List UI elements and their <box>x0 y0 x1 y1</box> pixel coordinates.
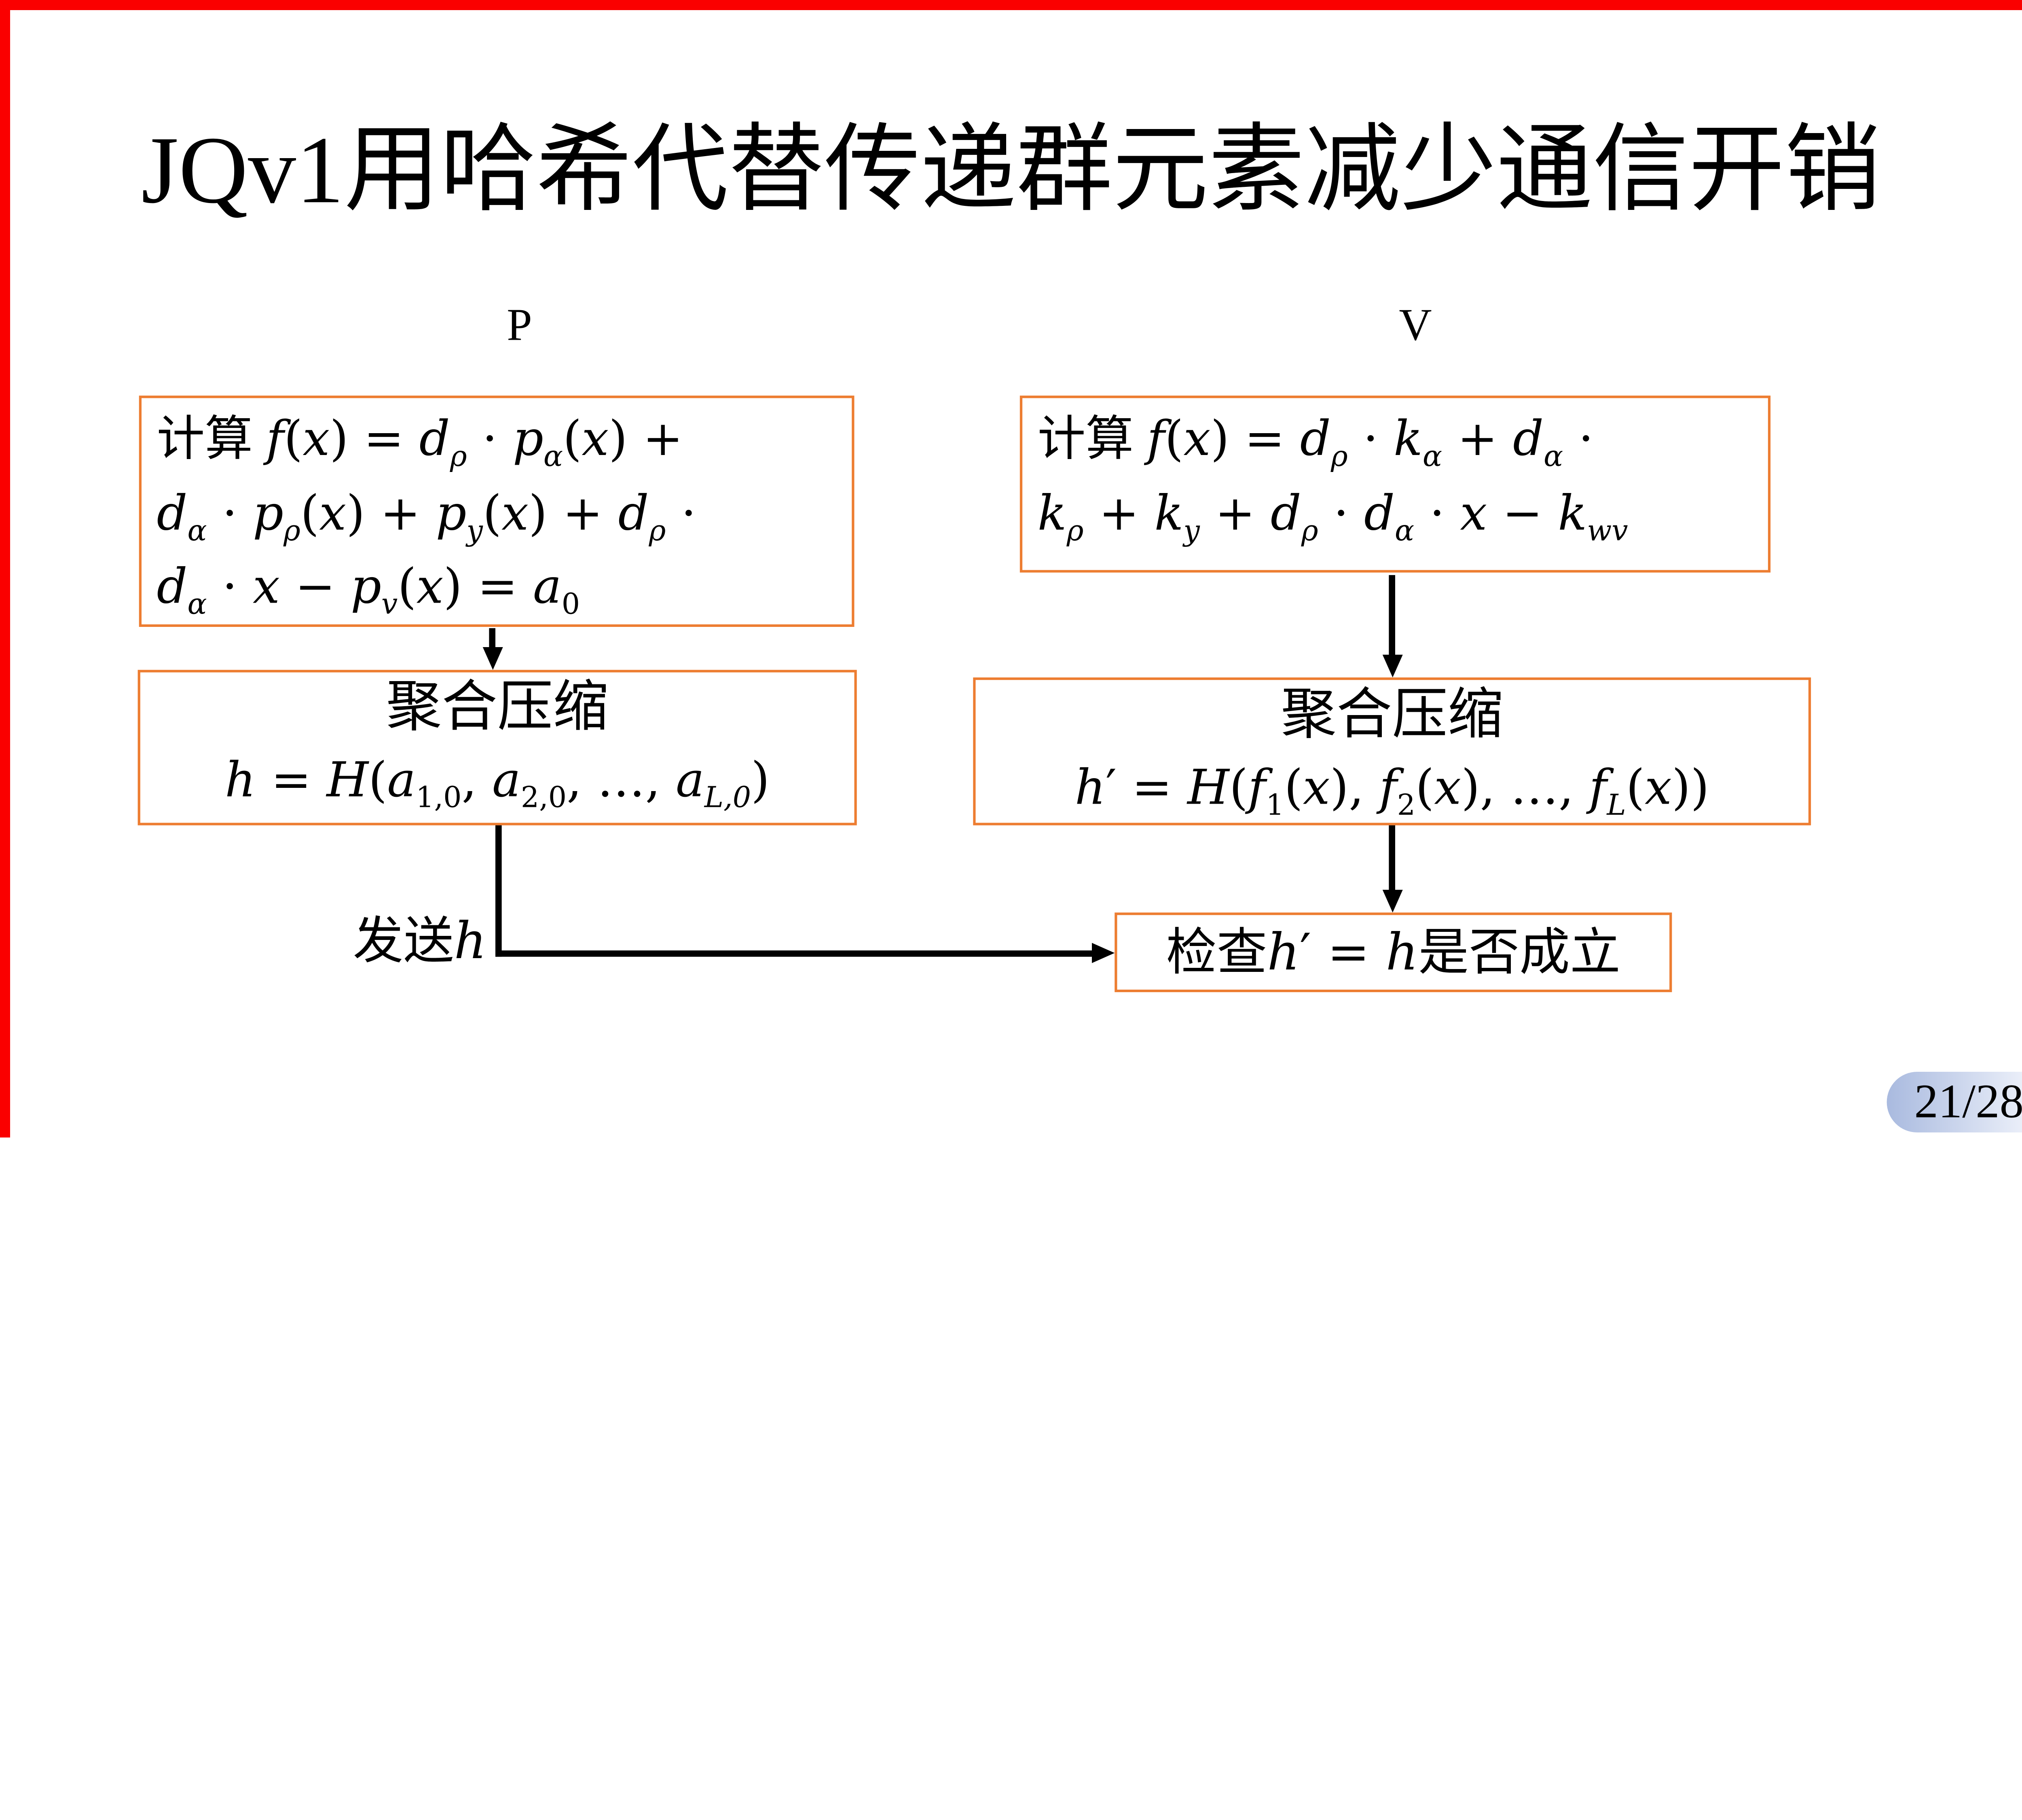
box-v-compute: 计算 f(x) = dρ · kα + dα · kρ + ky + dρ · … <box>1019 396 1771 573</box>
aggregate-formula: h′ = H(f1(x), f2(x), …, fL(x)) <box>1074 760 1709 823</box>
red-left-strip <box>0 0 10 1138</box>
red-top-strip <box>0 0 2022 10</box>
page-number: 21/28 <box>1914 1075 2022 1129</box>
column-label-v: V <box>1399 299 1432 350</box>
check-formula: 检查h′ = h是否成立 <box>1166 923 1621 982</box>
aggregate-title: 聚合压缩 <box>1281 684 1504 746</box>
aggregate-formula: h = H(a1,0, a2,0, …, aL,0) <box>224 752 770 815</box>
page-number-pill: 21/28 <box>1887 1072 2022 1132</box>
aggregate-title: 聚合压缩 <box>386 676 609 738</box>
box-v-aggregate: 聚合压缩 h′ = H(f1(x), f2(x), …, fL(x)) <box>973 677 1811 825</box>
box-p-aggregate: 聚合压缩 h = H(a1,0, a2,0, …, aL,0) <box>137 670 857 825</box>
formula-line: dα · pρ(x) + py(x) + dρ · <box>157 485 696 548</box>
formula-line: dα · x − pv(x) = a0 <box>157 559 580 622</box>
slide-title: JQv1用哈希代替传递群元素减少通信开销 <box>141 117 1881 224</box>
box-check: 检查h′ = h是否成立 <box>1115 912 1672 993</box>
send-label: 发送h <box>353 912 487 971</box>
formula-line: 计算 f(x) = dρ · pα(x) + <box>157 411 683 474</box>
column-label-p: P <box>507 299 532 350</box>
formula-line: kρ + ky + dρ · dα · x − kwv <box>1037 485 1628 548</box>
formula-line: 计算 f(x) = dρ · kα + dα · <box>1037 411 1594 474</box>
box-p-compute: 计算 f(x) = dρ · pα(x) + dα · pρ(x) + py(x… <box>139 396 854 627</box>
slide: JQv1用哈希代替传递群元素减少通信开销 P V 计算 f(x) = dρ · … <box>0 0 2022 1138</box>
